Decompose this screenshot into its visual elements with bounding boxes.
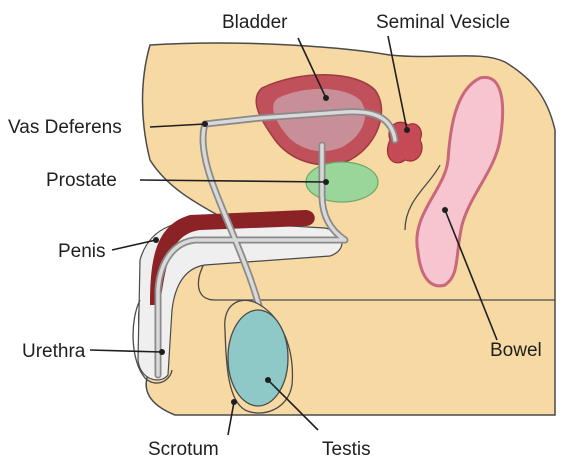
label-prostate: Prostate: [46, 170, 117, 191]
label-testis: Testis: [322, 439, 371, 460]
label-bladder: Bladder: [222, 12, 288, 33]
label-bowel: Bowel: [490, 340, 542, 361]
label-penis: Penis: [58, 241, 106, 262]
label-seminal-vesicle: Seminal Vesicle: [376, 12, 510, 33]
label-urethra: Urethra: [22, 341, 86, 362]
label-vas-deferens: Vas Deferens: [8, 117, 122, 138]
label-scrotum: Scrotum: [148, 439, 219, 460]
